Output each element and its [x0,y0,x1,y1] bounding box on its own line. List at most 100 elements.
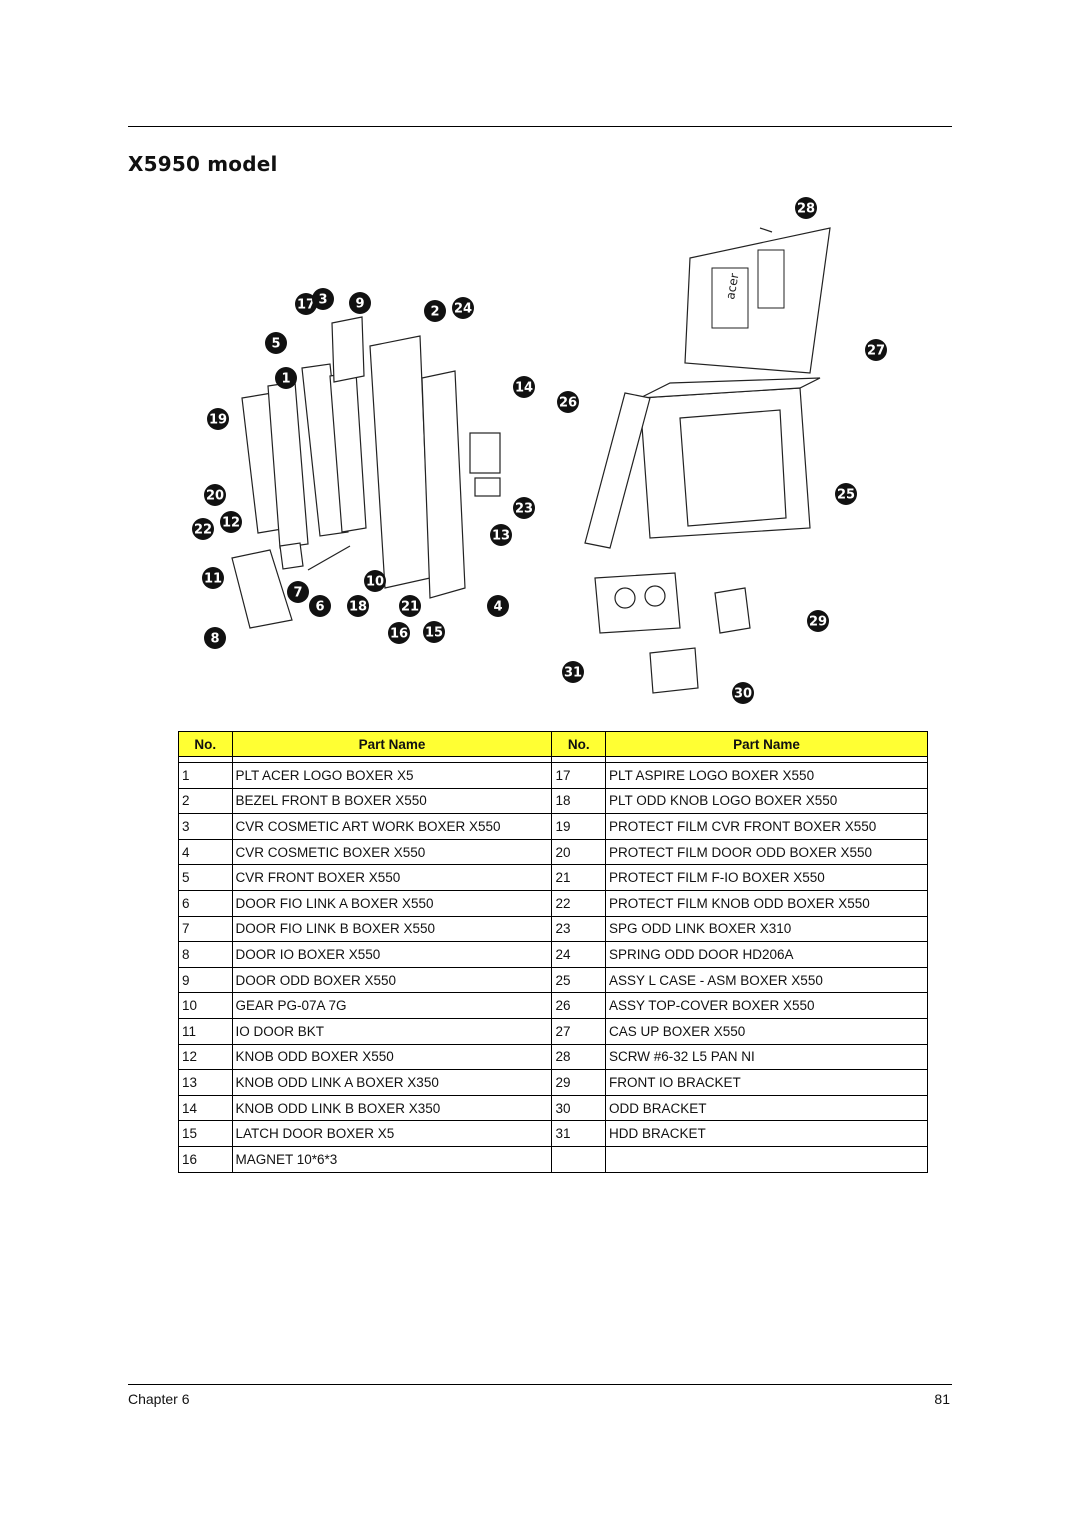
callout-badge: 22 [192,518,214,540]
callout-badge: 20 [204,484,226,506]
callout-number: 30 [734,687,752,702]
part-name-cell: FRONT IO BRACKET [604,1069,929,1096]
callout-number: 22 [194,523,212,538]
callout-number: 31 [564,666,582,681]
callout-number: 1 [281,372,290,387]
table-header-row: No. Part Name No. Part Name [178,731,929,757]
part-name-cell: GEAR PG-07A 7G [231,992,553,1019]
part-no-cell: 27 [551,1017,606,1045]
part-name-cell: PROTECT FILM KNOB ODD BOXER X550 [604,889,929,917]
part-no-cell: 15 [178,1120,233,1147]
callout-badge: 28 [795,197,817,219]
callout-badge: 4 [487,595,509,617]
header-no-2: No. [551,731,606,757]
part-name-cell: DOOR FIO LINK A BOXER X550 [231,889,553,917]
header-no-1: No. [178,731,233,757]
callout-badge: 7 [287,581,309,603]
part-name-cell: PROTECT FILM CVR FRONT BOXER X550 [604,813,929,840]
bottom-rule [128,1384,952,1385]
part-no-cell: 10 [178,992,233,1019]
callout-badge: 17 [295,293,317,315]
callout-badge: 14 [513,376,535,398]
callout-badge: 26 [557,391,579,413]
part-name-cell: PLT ASPIRE LOGO BOXER X550 [604,762,929,789]
callout-badge: 27 [865,339,887,361]
part-name-cell: ASSY L CASE - ASM BOXER X550 [604,966,929,994]
part-name-cell: MAGNET 10*6*3 [231,1145,553,1173]
part-name-cell: BEZEL FRONT B BOXER X550 [231,787,553,815]
callout-number: 10 [366,575,384,590]
callout-badge: 18 [347,595,369,617]
part-name-cell: LATCH DOOR BOXER X5 [231,1120,553,1147]
callout-badge: 11 [202,567,224,589]
part-name-cell: PLT ACER LOGO BOXER X5 [231,762,553,789]
part-no-cell: 30 [551,1094,606,1122]
part-name-cell: ASSY TOP-COVER BOXER X550 [604,992,929,1019]
part-no-cell: 22 [551,889,606,917]
callout-badge: 13 [490,524,512,546]
callout-number: 19 [209,413,227,428]
part-no-cell: 17 [551,762,606,789]
header-part-name-1: Part Name [231,731,553,757]
callout-badge: 12 [220,511,242,533]
callout-number: 2 [430,305,439,320]
part-no-cell: 3 [178,813,233,840]
callout-number: 11 [204,572,222,587]
callout-number: 17 [297,298,315,313]
callout-badge: 31 [562,661,584,683]
chapter-label: Chapter 6 [128,1391,190,1407]
callout-badge: 2 [424,300,446,322]
callout-badge: 29 [807,610,829,632]
part-no-cell: 29 [551,1069,606,1096]
part-name-cell: PROTECT FILM DOOR ODD BOXER X550 [604,838,929,866]
part-no-cell: 2 [178,787,233,815]
page-number: 81 [934,1391,950,1407]
part-name-cell: CAS UP BOXER X550 [604,1017,929,1045]
callout-number: 26 [559,396,577,411]
callout-number: 13 [492,529,510,544]
callout-badge: 23 [513,497,535,519]
part-no-cell: 26 [551,992,606,1019]
callout-number: 7 [293,586,302,601]
callout-badge: 6 [309,595,331,617]
part-no-cell: 1 [178,762,233,789]
callout-number: 15 [425,626,443,641]
part-name-cell: SPRING ODD DOOR HD206A [604,941,929,968]
part-name-cell: KNOB ODD LINK A BOXER X350 [231,1069,553,1096]
part-no-cell: 14 [178,1094,233,1122]
part-no-cell: 7 [178,915,233,943]
callout-number: 3 [318,293,327,308]
part-no-cell [551,1145,606,1173]
part-name-cell: CVR COSMETIC BOXER X550 [231,838,553,866]
table-spacer-row [178,756,929,763]
part-no-cell: 4 [178,838,233,866]
callout-number: 18 [349,600,367,615]
callout-number: 27 [867,344,885,359]
part-no-cell: 16 [178,1145,233,1173]
part-name-cell: DOOR IO BOXER X550 [231,941,553,968]
part-no-cell: 18 [551,787,606,815]
acer-logo: acer [723,272,741,300]
top-rule [128,126,952,127]
part-no-cell: 20 [551,838,606,866]
callout-badge: 3 [312,288,334,310]
part-name-cell: KNOB ODD BOXER X550 [231,1043,553,1071]
callout-badge: 1 [275,367,297,389]
header-part-name-2: Part Name [604,731,929,757]
part-no-cell: 12 [178,1043,233,1071]
part-name-cell: CVR FRONT BOXER X550 [231,864,553,891]
